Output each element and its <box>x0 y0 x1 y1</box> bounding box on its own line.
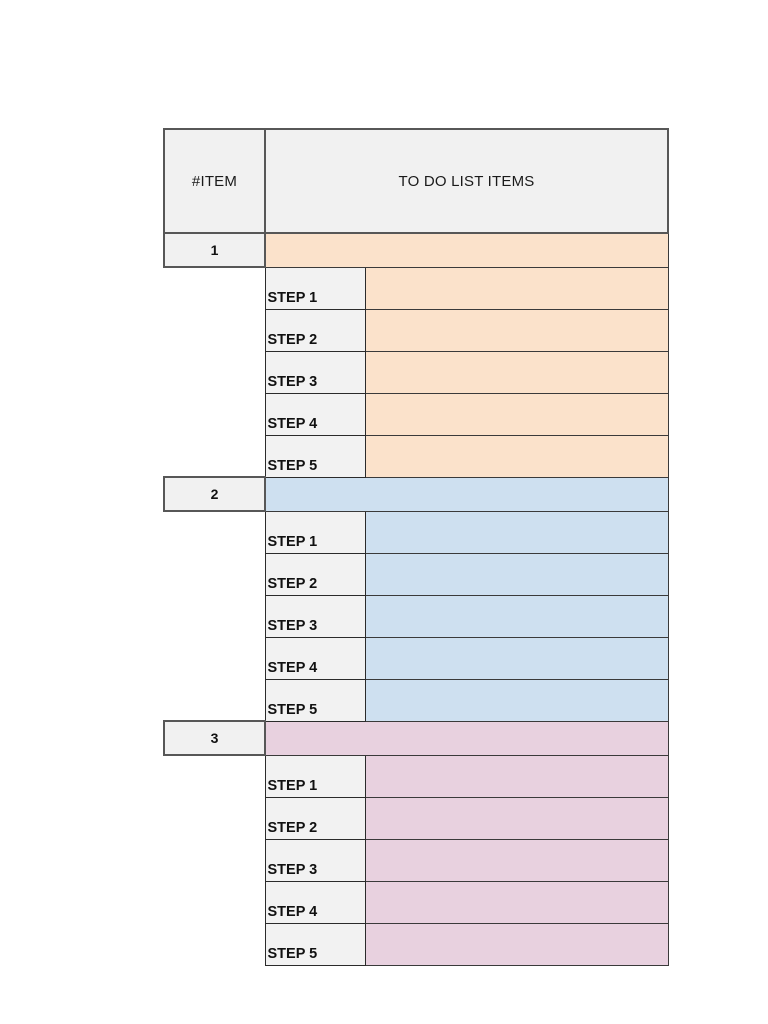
spacer-cell <box>164 267 265 309</box>
group-title-cell[interactable] <box>263 720 669 756</box>
step-value-cell[interactable] <box>364 350 669 394</box>
step-label-cell: STEP 1 <box>264 266 366 310</box>
step-label-cell: STEP 1 <box>264 510 366 554</box>
step-row: STEP 3 <box>164 838 669 882</box>
spacer-cell <box>164 637 265 679</box>
group-number-cell[interactable]: 2 <box>163 476 266 512</box>
step-label-cell: STEP 1 <box>264 754 366 798</box>
spacer-cell <box>164 755 265 797</box>
step-row: STEP 5 <box>164 922 669 966</box>
step-value-cell[interactable] <box>364 510 669 554</box>
spacer-cell <box>164 351 265 393</box>
step-label-cell: STEP 3 <box>264 838 366 882</box>
step-value-cell[interactable] <box>364 392 669 436</box>
step-row: STEP 4 <box>164 880 669 924</box>
step-row: STEP 1 <box>164 266 669 310</box>
step-value-cell[interactable] <box>364 880 669 924</box>
step-row: STEP 2 <box>164 308 669 352</box>
step-row: STEP 4 <box>164 392 669 436</box>
column-header-item: #ITEM <box>163 128 266 234</box>
step-value-cell[interactable] <box>364 552 669 596</box>
step-row: STEP 2 <box>164 552 669 596</box>
step-row: STEP 3 <box>164 594 669 638</box>
group-title-cell[interactable] <box>263 476 669 512</box>
step-row: STEP 2 <box>164 796 669 840</box>
spacer-cell <box>164 881 265 923</box>
step-value-cell[interactable] <box>364 308 669 352</box>
step-value-cell[interactable] <box>364 266 669 310</box>
group-number-cell[interactable]: 3 <box>163 720 266 756</box>
step-row: STEP 5 <box>164 678 669 722</box>
step-row: STEP 5 <box>164 434 669 478</box>
step-value-cell[interactable] <box>364 838 669 882</box>
step-label-cell: STEP 3 <box>264 350 366 394</box>
step-label-cell: STEP 4 <box>264 636 366 680</box>
step-value-cell[interactable] <box>364 594 669 638</box>
step-label-cell: STEP 2 <box>264 552 366 596</box>
spacer-cell <box>164 511 265 553</box>
step-label-cell: STEP 5 <box>264 434 366 478</box>
spacer-cell <box>164 839 265 881</box>
step-value-cell[interactable] <box>364 636 669 680</box>
step-value-cell[interactable] <box>364 922 669 966</box>
step-row: STEP 3 <box>164 350 669 394</box>
step-value-cell[interactable] <box>364 434 669 478</box>
spacer-cell <box>164 797 265 839</box>
spacer-cell <box>164 923 265 965</box>
step-label-cell: STEP 3 <box>264 594 366 638</box>
group-row: 2 <box>163 476 669 512</box>
step-value-cell[interactable] <box>364 796 669 840</box>
step-row: STEP 4 <box>164 636 669 680</box>
spacer-cell <box>164 393 265 435</box>
table-header: #ITEM TO DO LIST ITEMS <box>163 128 670 234</box>
step-label-cell: STEP 2 <box>264 308 366 352</box>
spacer-cell <box>164 553 265 595</box>
step-label-cell: STEP 5 <box>264 678 366 722</box>
spacer-cell <box>164 309 265 351</box>
spacer-cell <box>164 679 265 721</box>
step-label-cell: STEP 5 <box>264 922 366 966</box>
header-row: #ITEM TO DO LIST ITEMS <box>163 128 670 234</box>
step-value-cell[interactable] <box>364 754 669 798</box>
group-number-cell[interactable]: 1 <box>163 232 266 268</box>
step-label-cell: STEP 4 <box>264 392 366 436</box>
group-row: 1 <box>163 232 669 268</box>
spacer-cell <box>164 595 265 637</box>
group-row: 3 <box>163 720 669 756</box>
step-row: STEP 1 <box>164 510 669 554</box>
group-title-cell[interactable] <box>263 232 669 268</box>
spacer-cell <box>164 435 265 477</box>
step-row: STEP 1 <box>164 754 669 798</box>
column-header-todo-list-items: TO DO LIST ITEMS <box>263 128 670 234</box>
step-value-cell[interactable] <box>364 678 669 722</box>
step-label-cell: STEP 2 <box>264 796 366 840</box>
step-label-cell: STEP 4 <box>264 880 366 924</box>
